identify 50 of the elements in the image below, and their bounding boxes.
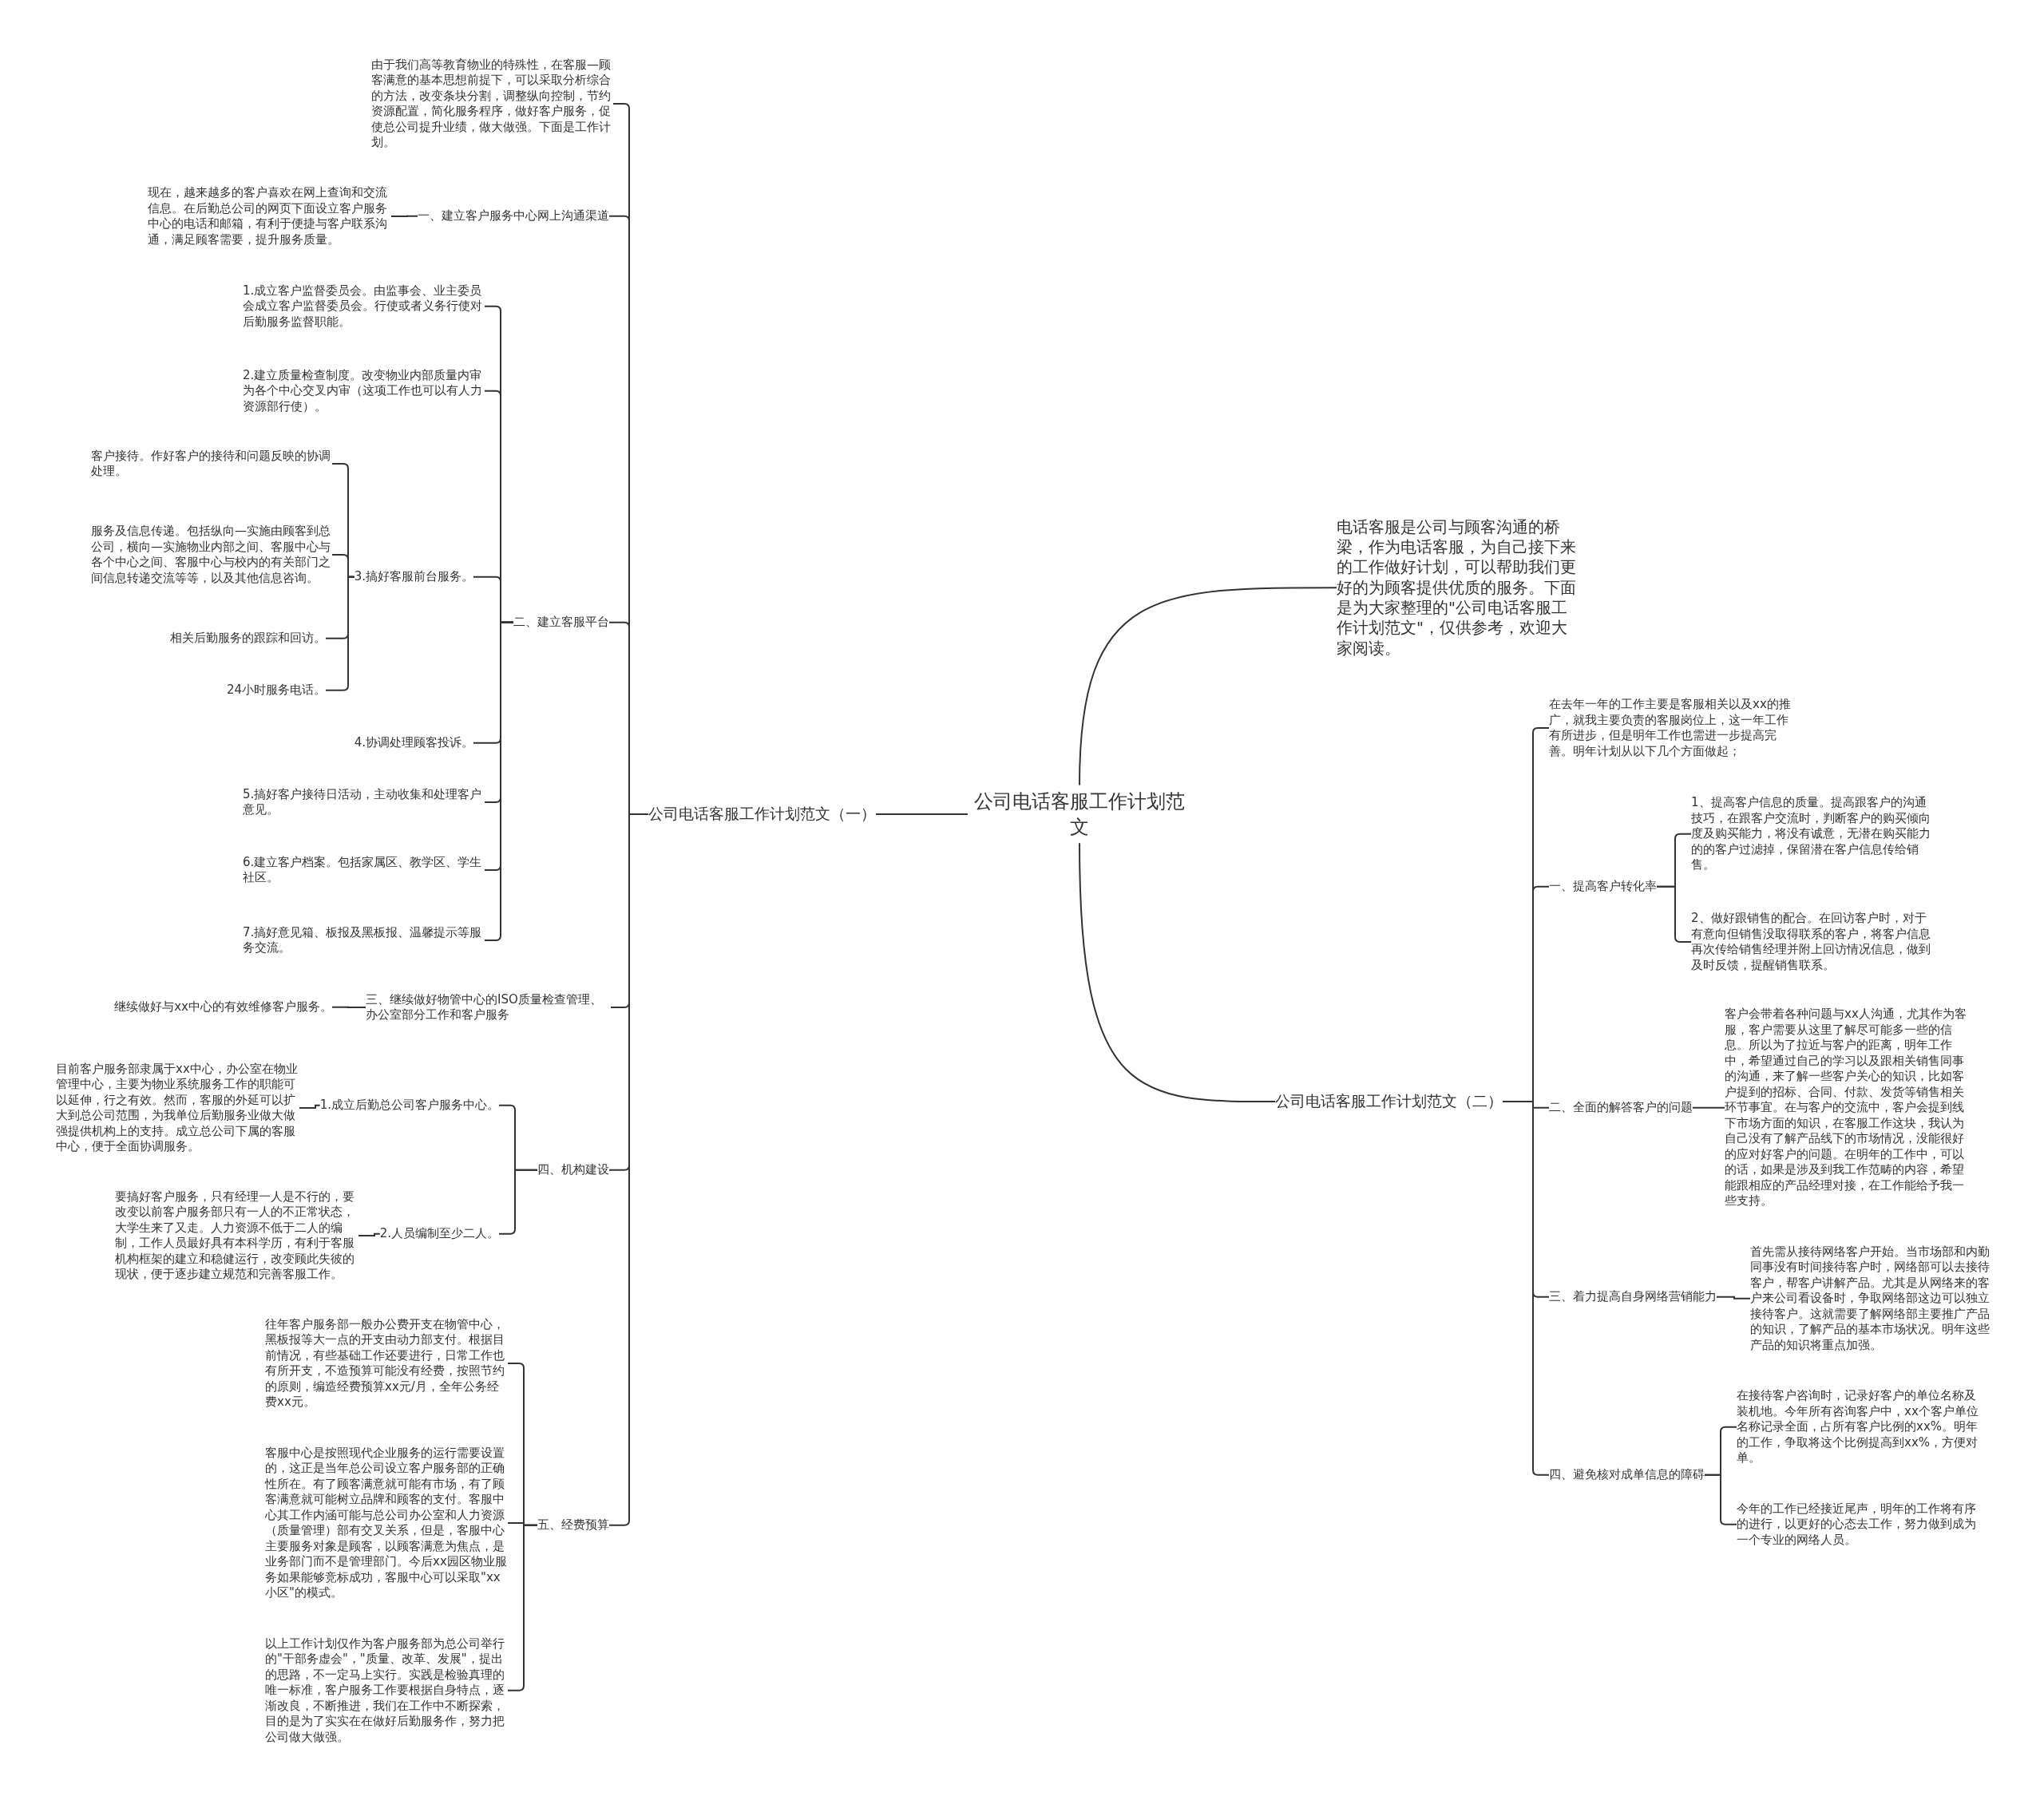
connector-line xyxy=(390,215,418,217)
note-text: 2、做好跟销售的配合。在回访客户时，对于有意向但销售没取得联系的客户，将客户信息再次传给销售经理并附上回访情况信息，做到及时反馈，提醒销售联系。 xyxy=(1691,911,1934,973)
topic-label: 二、建立客服平台 xyxy=(513,615,609,631)
note-text: 要搞好客户服务，只有经理一人是不行的，要改变以前客户服务部只有一人的不正常状态，大学生来了又走。人力资源不低于二人的编制，工作人员最好具有本科学历，有利于客服机构框架的建立和稳健运行，改变顾此失彼的现状，便于逐步建立规范和完善客服工作。 xyxy=(115,1189,358,1283)
connector-line xyxy=(299,1104,321,1109)
note-text: 5.搞好客户接待日活动，主动收集和处理客户意见。 xyxy=(243,786,485,818)
note-text: 2.建立质量检查制度。改变物业内部质量内审为各个中心交叉内审（这项工作也可以有人力资源部行使）。 xyxy=(243,367,485,414)
topic-label: 24小时服务电话。 xyxy=(226,682,326,698)
topic-label: 三、着力提高自身网络营销能力 xyxy=(1549,1289,1717,1305)
main-topic: 公司电话客服工作计划范文（一） xyxy=(648,805,876,825)
note-text: 7.搞好意见箱、板报及黑板报、温馨提示等服务交流。 xyxy=(243,924,485,956)
topic-label: 一、建立客户服务中心网上沟通渠道 xyxy=(418,208,609,224)
topic-label: 2.人员编制至少二人。 xyxy=(379,1226,499,1242)
topic-label: 1.成立后勤总公司客户服务中心。 xyxy=(319,1098,499,1114)
central-topic: 公司电话客服工作计划范文 xyxy=(968,788,1191,841)
topic-label: 五、经费预算 xyxy=(537,1517,609,1533)
note-text: 由于我们高等教育物业的特殊性，在客服—顾客满意的基本思想前提下，可以采取分析综合的方法，改变条块分割，调整纵向控制，节约资源配置，简化服务程序，做好客户服务，促使总公司提升业绩，做大做强。下面是工作计划。 xyxy=(371,57,613,151)
topic-label: 二、全面的解答客户的问题 xyxy=(1549,1100,1693,1116)
note-text: 1.成立客户监督委员会。由监事会、业主委员会成立客户监督委员会。行使或者义务行使对后勤服务监督职能。 xyxy=(243,283,485,330)
connector-line xyxy=(358,1232,381,1236)
note-text: 往年客户服务部一般办公费开支在物管中心，黑板报等大一点的开支由动力部支付。根据目前情况，有些基础工作还要进行，日常工作也有所开支，不造预算可能没有经费，按照节约的原则，编造经费预算xx元/月，全年公务经费xx元。 xyxy=(265,1316,508,1410)
note-text: 在接待客户咨询时，记录好客户的单位名称及装机地。今年所有咨询客户中，xx个客户单位名称记录全面，占所有客户比例的xx%。明年的工作，争取将这个比例提高到xx%，方便对单。 xyxy=(1737,1388,1979,1466)
note-text: 以上工作计划仅作为客户服务部为总公司举行的"干部务虚会"，"质量、改革、发展"，提出的思路，不一定马上实行。实践是检验真理的唯一标准，客户服务工作要根据自身特点，逐渐改良，不断推进，我们在工作中不断探索，目的是为了实实在在做好后勤服务作，努力把公司做大做强。 xyxy=(265,1636,508,1745)
note-text: 现在，越来越多的客户喜欢在网上查询和交流信息。在后勤总公司的网页下面设立客户服务中心的电话和邮箱，有利于便捷与客户联系沟通，满足顾客需要，提升服务质量。 xyxy=(148,185,391,247)
note-text: 目前客户服务部隶属于xx中心，办公室在物业管理中心，主要为物业系统服务工作的职能可以延伸，行之有效。然而，客服的外延可以扩大到总公司范围，为我单位后勤服务业做大做强提供机构上的支持。成立总公司下属的客服中心，便于全面协调服务。 xyxy=(56,1061,299,1155)
topic-label: 继续做好与xx中心的有效维修客户服务。 xyxy=(114,999,332,1015)
topic-label: 四、机构建设 xyxy=(537,1162,609,1178)
note-text: 三、继续做好物管中心的ISO质量检查管理、办公室部分工作和客户服务 xyxy=(366,991,611,1023)
note-text: 客户会带着各种问题与xx人沟通，尤其作为客服，客户需要从这里了解尽可能多一些的信息。所以为了拉近与客户的距离，明年工作中，希望通过自己的学习以及跟相关销售同事的沟通，来了解一些客户关心的知识，比如客户提到的招标、合同、付款、发货等销售相关环节事宜。在与客户的交流中，客户会提到线下市场方面的知识，在客服工作这块，我认为自己没有了解产品线下的市场情况，没能很好的应对好客户的问题。在明年的工作中，可以的话，如果是涉及到我工作范畴的内容，希望能跟相应的产品经理对接，在工作能给予我一些支持。 xyxy=(1725,1007,1970,1209)
note-text: 6.建立客户档案。包括家属区、教学区、学生社区。 xyxy=(243,854,485,886)
note-text: 电话客服是公司与顾客沟通的桥梁，作为电话客服，为自己接下来的工作做好计划，可以帮助我们更好的为顾客提供优质的服务。下面是为大家整理的"公司电话客服工作计划范文"，仅供参考，欢迎大家阅读。 xyxy=(1337,516,1581,659)
note-text: 在去年一年的工作主要是客服相关以及xx的推广，就我主要负责的客服岗位上，这一年工作有所进步，但是明年工作也需进一步提高完善。明年计划从以下几个方面做起； xyxy=(1549,697,1794,759)
note-text: 今年的工作已经接近尾声，明年的工作将有序的进行，以更好的心态去工作，努力做到成为一个专业的网络人员。 xyxy=(1737,1501,1979,1548)
topic-label: 四、避免核对成单信息的障碍 xyxy=(1549,1467,1705,1483)
note-text: 客服中心是按照现代企业服务的运行需要设置的，这正是当年总公司设立客户服务部的正确性所在。有了顾客满意就可能有市场，有了顾客满意就可能树立品牌和顾客的支付。客服中心其工作内涵可能与总公司办公室和人力资源（质量管理）部有交叉关系，但是，客服中心主要服务对象是顾客，以顾客满意为焦点，是业务部门而不是管理部门。今后xx园区物业服务如果能够竞标成功，客服中心可以采取"xx小区"的模式。 xyxy=(265,1445,508,1601)
connector-line xyxy=(1079,842,1276,1102)
topic-label: 一、提高客户转化率 xyxy=(1549,879,1657,895)
main-topic: 公司电话客服工作计划范文（二） xyxy=(1275,1092,1503,1112)
note-text: 服务及信息传递。包括纵向—实施由顾客到总公司，横向—实施物业内部之间、客服中心与各个中心之间、客服中心与校内的有关部门之间信息转递交流等等，以及其他信息咨询。 xyxy=(91,524,332,586)
topic-label: 3.搞好客服前台服务。 xyxy=(354,569,473,585)
topic-label: 相关后勤服务的跟踪和回访。 xyxy=(170,631,326,647)
topic-label: 4.协调处理顾客投诉。 xyxy=(354,735,473,751)
connector-line xyxy=(1079,587,1337,786)
connector-line xyxy=(1716,1296,1751,1300)
note-text: 客户接待。作好客户的接待和问题反映的协调处理。 xyxy=(91,448,332,480)
connector-line xyxy=(331,1006,366,1008)
connector-line xyxy=(875,813,969,815)
note-text: 1、提高客户信息的质量。提高跟客户的沟通技巧，在跟客户交流时，判断客户的购买倾向度及购买能力，将没有诚意，无潜在购买能力的的客户过滤掉，保留潜在客户信息传给销售。 xyxy=(1691,795,1934,873)
note-text: 首先需从接待网络客户开始。当市场部和内勤同事没有时间接待客户时，网络部可以去接待客户，帮客户讲解产品。尤其是从网络来的客户来公司看设备时，争取网络部这边可以独立接待客户。这就需要了解网络部主要推广产品的知识，了解产品的基本市场状况。明年这些产品的知识将重点加强。 xyxy=(1750,1244,1993,1353)
connector-line xyxy=(1692,1106,1725,1109)
